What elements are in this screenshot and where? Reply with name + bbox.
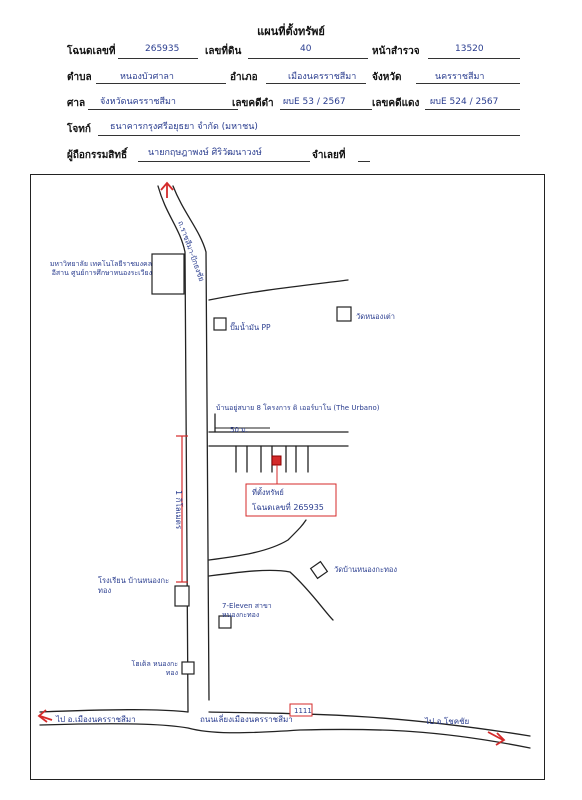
- map-frame: [30, 174, 545, 780]
- subdistrict-value: หนองบัวศาลา: [120, 72, 174, 82]
- land-no-value: 40: [300, 44, 312, 54]
- school-label: โรงเรียน บ้านหนองกะทอง: [98, 576, 170, 595]
- page-title: แผนที่ตั้งทรัพย์: [257, 25, 325, 38]
- distance-top-label: 50 ม.: [230, 426, 248, 434]
- plaintiff-value: ธนาคารกรุงศรีอยุธยา จำกัด (มหาชน): [110, 122, 258, 132]
- red-case-label: เลขคดีแดง: [372, 98, 420, 109]
- subdistrict-label: ตำบล: [67, 72, 92, 83]
- seven-eleven-building: [218, 615, 232, 629]
- court-value: จังหวัดนครราชสีมา: [100, 97, 176, 107]
- red-case-value: ผบE 524 / 2567: [430, 97, 499, 107]
- temple-north-building: [336, 306, 352, 322]
- owner-value: นายกฤษฎาพงษ์ ศิริวัฒนาวงษ์: [148, 148, 262, 158]
- seven-eleven-label: 7-Eleven สาขา หนองกะทอง: [222, 602, 272, 619]
- university-building: [151, 253, 185, 295]
- plaintiff-label: โจทก์: [67, 124, 91, 135]
- deed-no-label: โฉนดเลขที่: [67, 46, 116, 57]
- hotel-building: [181, 661, 195, 675]
- route-number-box: [289, 703, 313, 717]
- village-label: บ้านอยู่สบาย 8 โครงการ ดิ เออร์บาโน (The…: [216, 403, 380, 412]
- property-deed-label: โฉนดเลขที่ 265935: [252, 501, 324, 512]
- defendant-label: จำเลยที่: [312, 150, 346, 161]
- owner-label: ผู้ถือกรรมสิทธิ์: [67, 150, 128, 161]
- black-case-value: ผบE 53 / 2567: [283, 97, 346, 107]
- property-label-box: [245, 483, 337, 517]
- temple-south-building: [309, 560, 329, 580]
- gas-station-building: [213, 317, 227, 331]
- university-label: มหาวิทยาลัย เทคโนโลยีราชมงคลอีสาน ศูนย์ก…: [49, 260, 152, 277]
- temple-north-label: วัดหนองเต่า: [356, 312, 395, 321]
- province-value: นครราชสีมา: [435, 72, 485, 82]
- school-building: [174, 585, 190, 607]
- to-east-label: ไป อ.โชคชัย: [424, 716, 469, 726]
- province-label: จังหวัด: [372, 72, 402, 83]
- survey-page-label: หน้าสำรวจ: [372, 46, 420, 57]
- route-number-label: 1111: [294, 707, 312, 715]
- court-label: ศาล: [67, 98, 86, 109]
- to-west-label: ไป อ.เมืองนครราชสีมา: [55, 715, 136, 724]
- road-main-label: ถนนเลี่ยงเมืองนครราชสีมา: [200, 713, 293, 724]
- temple-south-label: วัดบ้านหนองกะทอง: [334, 565, 397, 574]
- hotel-label: โฮเต็ล หนองกะทอง: [131, 660, 178, 677]
- property-marker: [271, 455, 282, 466]
- black-case-label: เลขคดีดำ: [232, 98, 274, 109]
- deed-no-value: 265935: [145, 44, 180, 54]
- distance-side-label: 1 กิโลเมตร: [174, 490, 184, 530]
- district-value: เมืองนครราชสีมา: [288, 72, 357, 82]
- survey-page-value: 13520: [455, 44, 484, 54]
- gas-station-label: ปั๊มน้ำมัน PP: [230, 322, 271, 332]
- land-no-label: เลขที่ดิน: [205, 46, 242, 57]
- district-label: อำเภอ: [230, 72, 258, 83]
- property-label: ที่ตั้งทรัพย์: [252, 487, 284, 497]
